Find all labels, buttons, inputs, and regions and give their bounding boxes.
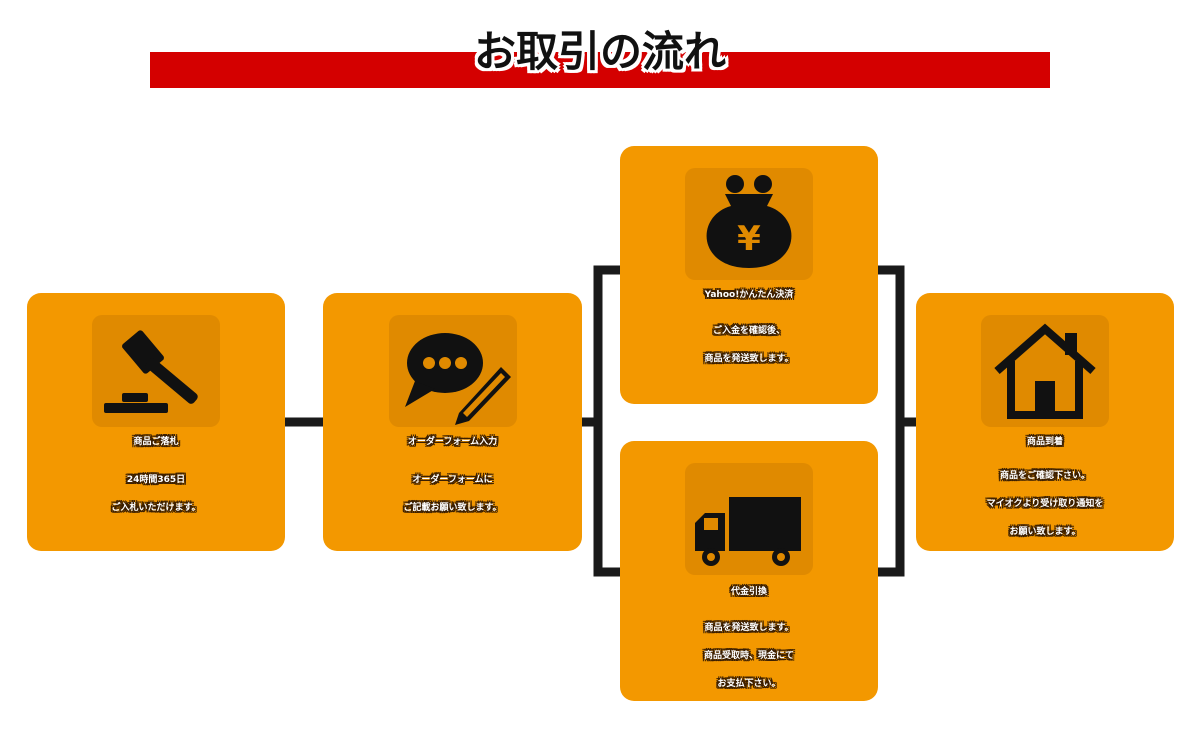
step-card-cash-on-delivery: 代金引換 商品を発送致します。 商品受取時、現金にて お支払下さい。 (620, 441, 878, 701)
step-text-line: お支払下さい。 (717, 679, 781, 689)
branch-left-bracket (593, 265, 625, 577)
step-card-order-form: オーダーフォーム入力 オーダーフォームに ご記載お願い致します。 (323, 293, 582, 551)
title-banner (150, 52, 1050, 88)
step-text-line: お願い致します。 (1009, 527, 1081, 537)
step-text-line: ご入金を確認後、 (712, 326, 785, 336)
house-icon (994, 323, 1096, 419)
step-title: 商品ご落札 (133, 437, 179, 447)
step-text-line: マイオクより受け取り通知を (986, 499, 1104, 509)
step-card-winning-bid: 商品ご落札 24時間365日 ご入札いただけます。 (27, 293, 285, 551)
icon-tile (389, 315, 517, 427)
gavel-icon (104, 330, 198, 413)
step-text-line: ご入札いただけます。 (111, 503, 201, 513)
step-text-line: ご記載お願い致します。 (403, 503, 502, 513)
step-text-line: 商品を発送致します。 (704, 354, 794, 364)
icon-tile (685, 463, 813, 575)
page-title: お取引の流れ (473, 27, 726, 76)
icon-tile (981, 315, 1109, 427)
step-card-easy-payment: ¥ Yahoo!かんたん決済 ご入金を確認後、 商品を発送致します。 (620, 146, 878, 404)
chat-pencil-icon (405, 333, 511, 425)
step-text-line: 商品受取時、現金にて (703, 651, 794, 661)
svg-text:¥: ¥ (737, 219, 761, 259)
icon-tile (92, 315, 220, 427)
truck-icon (695, 497, 801, 566)
step-card-arrival: 商品到着 商品をご確認下さい。 マイオクより受け取り通知を お願い致します。 (916, 293, 1174, 551)
step-title: オーダーフォーム入力 (407, 437, 498, 447)
step-title: Yahoo!かんたん決済 (704, 290, 794, 300)
icon-tile: ¥ (685, 168, 813, 280)
step-text-line: 商品をご確認下さい。 (999, 471, 1090, 481)
step-text-line: 商品を発送致します。 (704, 623, 794, 633)
step-title: 代金引換 (730, 587, 767, 597)
step-text-line: オーダーフォームに (412, 475, 493, 485)
yen-purse-icon: ¥ (706, 175, 792, 268)
step-text-line: 24時間365日 (126, 475, 186, 485)
step-title: 商品到着 (1026, 437, 1063, 447)
